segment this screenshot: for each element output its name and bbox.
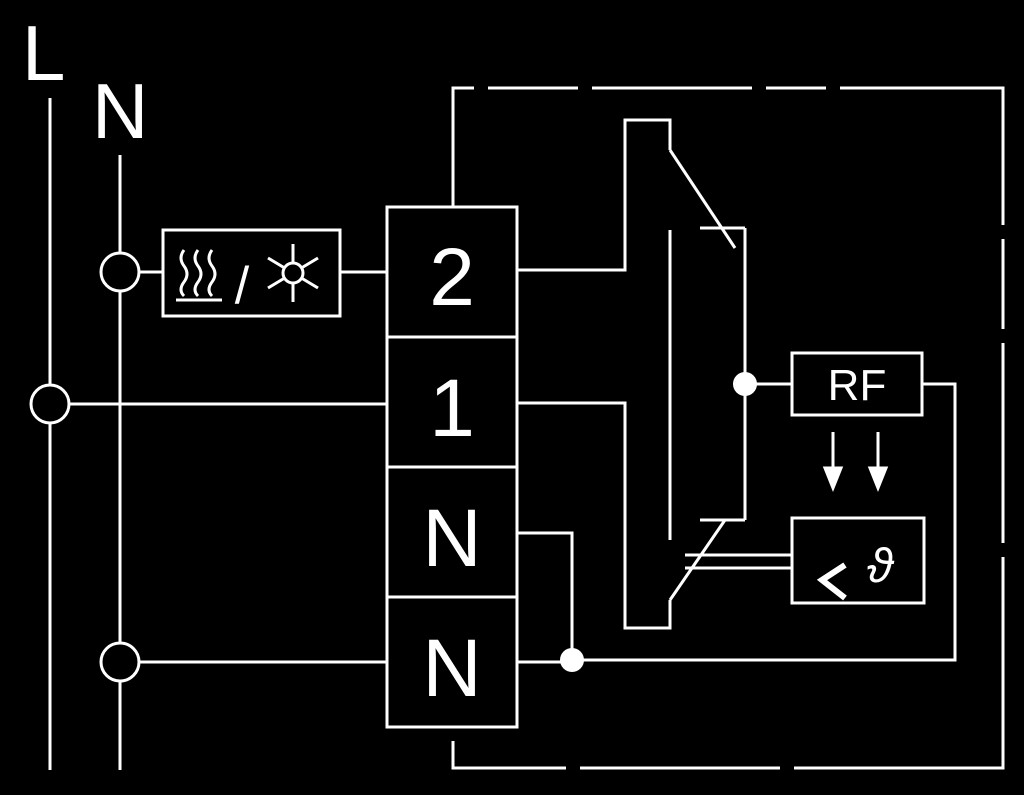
relay-contact-upper xyxy=(668,149,737,249)
enclosure-dashed xyxy=(451,86,1005,770)
relay-contact-lower xyxy=(668,519,727,601)
relay-junction-dot xyxy=(733,372,757,396)
terminal-label-2: 2 xyxy=(429,232,475,323)
load-box xyxy=(161,228,342,318)
terminal-label-1: 1 xyxy=(429,363,475,454)
sensor-box xyxy=(790,516,926,605)
line-node xyxy=(29,383,71,425)
neutral-junction-dot xyxy=(560,648,584,672)
heating-waves-icon xyxy=(176,249,222,302)
rf-signal-arrows xyxy=(822,432,889,493)
line-label: L xyxy=(22,9,65,97)
neutral-node-top xyxy=(99,251,141,293)
sensor-theta: ϑ xyxy=(867,540,895,593)
rf-label: RF xyxy=(828,361,887,410)
temperature-sensor-icon xyxy=(816,562,847,601)
neutral-label: N xyxy=(92,67,148,155)
terminal-label-n-lower: N xyxy=(422,623,481,714)
terminal-label-n-upper: N xyxy=(422,493,481,584)
snowflake-icon xyxy=(267,244,319,302)
load-separator: / xyxy=(235,257,250,315)
neutral-node-bottom xyxy=(99,641,141,683)
